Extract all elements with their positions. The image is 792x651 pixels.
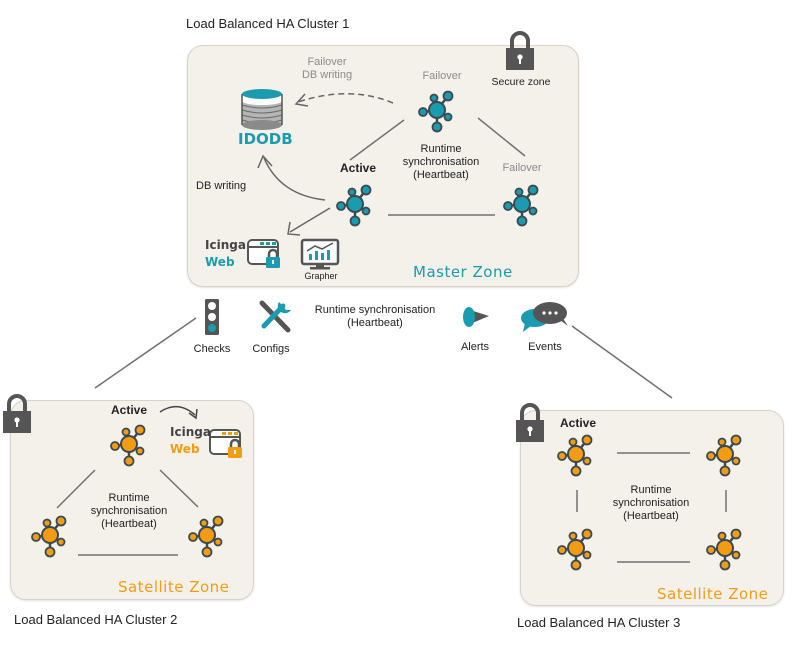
configs-tools-icon: [259, 300, 291, 333]
link-master-cluster3: [571, 325, 673, 399]
active-label: Active: [339, 161, 377, 175]
satellite-node-right-icon: [187, 515, 224, 558]
icinga-word: Icinga: [205, 238, 246, 252]
events-label: Events: [528, 341, 562, 353]
runtime-sync-line3: (Heartbeat): [101, 518, 157, 530]
satellite-zone-label: Satellite Zone: [118, 578, 230, 596]
runtime-sync-label: Runtime synchronisation (Heartbeat): [396, 143, 486, 182]
failover-db-writing-arrow: [297, 93, 394, 104]
db-writing-label: DB writing: [196, 180, 247, 192]
cluster3-title: Load Balanced HA Cluster 3: [517, 615, 681, 630]
failover-db-writing-line2: DB writing: [301, 69, 353, 81]
active-label: Active: [110, 403, 148, 417]
satellite-node-bottom-left-icon: [556, 528, 593, 571]
cluster2-title: Load Balanced HA Cluster 2: [14, 612, 178, 627]
failover-right-label: Failover: [502, 162, 542, 174]
web-word: Web: [170, 442, 200, 456]
runtime-sync-label: Runtime synchronisation (Heartbeat): [84, 492, 174, 531]
runtime-sync-label: Runtime synchronisation (Heartbeat): [300, 304, 450, 330]
runtime-sync-line2: (Heartbeat): [347, 317, 403, 329]
padlock-icon: [1, 394, 33, 435]
satellite-node-top-right-icon: [705, 434, 742, 477]
browser-lock-icon: [246, 238, 282, 270]
satellite-zone-label: Satellite Zone: [657, 585, 769, 603]
link-failover-top-failover-right: [477, 117, 526, 157]
icinga-web-logo[interactable]: Icinga Web: [170, 426, 211, 456]
link-master-cluster2: [94, 317, 197, 389]
web-word: Web: [205, 255, 235, 269]
web-arrowhead: [287, 221, 301, 236]
active-label: Active: [559, 416, 597, 430]
grapher-monitor-icon: [300, 238, 340, 270]
link-active-failover-top: [349, 119, 405, 161]
satellite-node-left-icon: [30, 515, 67, 558]
master-zone-label: Master Zone: [413, 263, 513, 281]
link-active-right: [159, 469, 199, 508]
web-arrow: [289, 207, 331, 233]
failover-node-right-icon: [502, 184, 539, 227]
runtime-sync-line2: synchronisation: [402, 156, 480, 168]
runtime-sync-line1: Runtime: [630, 484, 672, 496]
checks-label: Checks: [193, 343, 231, 355]
alerts-label: Alerts: [460, 341, 490, 353]
padlock-icon: [504, 31, 536, 72]
failover-db-arrowhead: [294, 93, 309, 107]
failover-top-label: Failover: [422, 70, 462, 82]
padlock-icon: [514, 403, 546, 444]
runtime-sync-line1: Runtime: [108, 492, 150, 504]
link-active-left: [56, 469, 96, 509]
grapher-label: Grapher: [304, 271, 338, 281]
runtime-sync-label: Runtime synchronisation (Heartbeat): [606, 484, 696, 523]
runtime-sync-line2: synchronisation: [612, 497, 690, 509]
runtime-sync-line3: (Heartbeat): [623, 510, 679, 522]
configs-label: Configs: [252, 343, 290, 355]
database-icon: [241, 89, 283, 130]
web-arrow: [159, 406, 196, 416]
icinga-web-logo[interactable]: Icinga Web: [205, 239, 246, 269]
db-writing-arrowhead: [257, 154, 273, 169]
satellite-node-bottom-right-icon: [705, 528, 742, 571]
failover-db-writing-line1: Failover: [307, 56, 347, 68]
active-node-icon: [556, 434, 593, 477]
failover-node-top-icon: [417, 90, 454, 133]
web-arrowhead: [188, 408, 198, 420]
secure-zone-label: Secure zone: [491, 76, 551, 88]
runtime-sync-line2: synchronisation: [90, 505, 168, 517]
events-chat-icon: [521, 302, 568, 332]
db-writing-arrow: [263, 157, 326, 201]
idodb-label: IDODB: [238, 130, 293, 148]
active-node-icon: [109, 424, 146, 467]
cluster1-title: Load Balanced HA Cluster 1: [186, 16, 350, 31]
alerts-megaphone-icon: [463, 307, 489, 327]
runtime-sync-line3: (Heartbeat): [413, 169, 469, 181]
active-node-icon: [335, 184, 372, 227]
runtime-sync-line1: Runtime synchronisation: [314, 304, 436, 316]
icinga-word: Icinga: [170, 425, 211, 439]
runtime-sync-line1: Runtime: [420, 143, 462, 155]
checks-traffic-light-icon: [205, 299, 219, 335]
browser-lock-icon: [208, 428, 244, 460]
failover-db-writing-label: Failover DB writing: [292, 56, 362, 82]
